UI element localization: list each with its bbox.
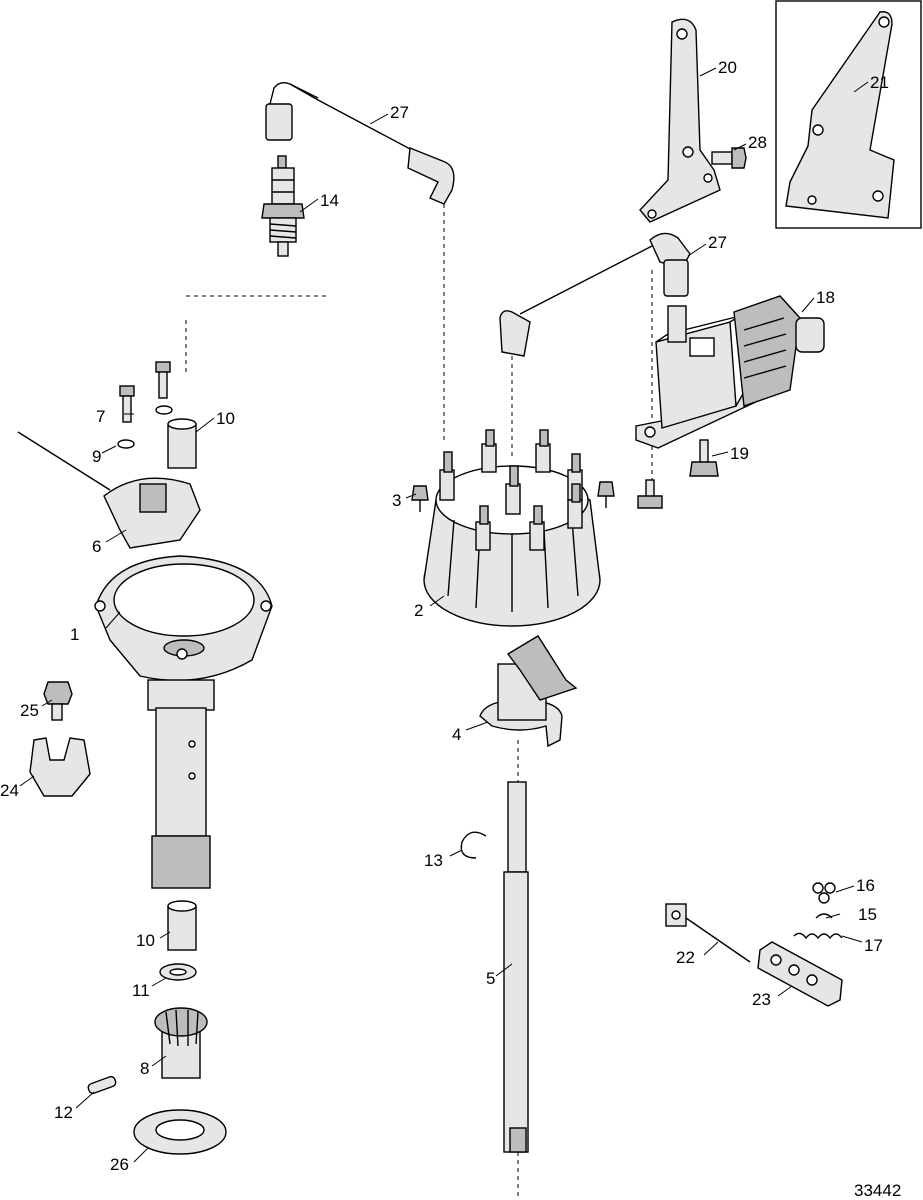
callout-4: 4 [452,725,461,744]
callout-14: 14 [320,191,339,210]
callout-labels: 1 2 3 4 5 6 7 8 9 10 10 11 12 13 14 15 1… [0,58,889,1174]
coil-bolts [637,439,719,509]
callout-11: 11 [132,981,150,1000]
inset-frame [775,0,922,229]
callout-18: 18 [816,288,835,307]
shim-washer [133,1109,227,1155]
callout-20: 20 [718,58,737,77]
callout-25: 25 [20,701,39,720]
thrust-washer [159,963,197,981]
drive-gear [154,1007,208,1079]
callout-5: 5 [486,969,495,988]
callout-16: 16 [856,876,875,895]
callout-22: 22 [676,948,695,967]
callout-27-lower: 27 [708,233,727,252]
callout-12: 12 [54,1103,73,1122]
retaining-clip [460,831,487,859]
callout-1: 1 [70,625,79,644]
rotor [479,635,578,748]
callout-26: 26 [110,1155,129,1174]
callout-6: 6 [92,537,101,556]
spark-plug [261,155,305,257]
bushing-upper [167,418,197,469]
callout-17: 17 [864,936,883,955]
callout-23: 23 [752,990,771,1009]
callout-21: 21 [870,73,889,92]
callout-19: 19 [730,444,749,463]
ground-wire [665,903,751,963]
coil-mounting-bracket [639,18,721,223]
bushing-lower [167,900,197,951]
hold-down-bolt [43,681,73,721]
callout-28: 28 [748,133,767,152]
distributor-cap [423,429,601,627]
pickup-module [17,431,201,549]
hold-down-clamp [29,737,91,797]
leader-lines [19,67,869,1163]
callout-7: 7 [96,407,105,426]
bracket-bolt [711,147,747,169]
distributor-shaft [503,740,529,1200]
figure-number: 33442 [854,1181,901,1200]
callout-27-upper: 27 [390,103,409,122]
distributor-housing [94,555,273,889]
spark-plug-wire-upper [265,81,455,440]
callout-24: 24 [0,781,19,800]
callout-15: 15 [858,905,877,924]
roll-pin [87,1075,117,1095]
callout-10-upper: 10 [216,409,235,428]
spark-plug-wire-lower [499,232,691,480]
callout-9: 9 [92,447,101,466]
callout-8: 8 [140,1059,149,1078]
wire-separator [757,941,843,1007]
module-screws [117,361,173,449]
callout-10-lower: 10 [136,931,155,950]
callout-2: 2 [414,601,423,620]
wire-clips [793,882,843,940]
ignition-coil [635,295,825,449]
callout-13: 13 [424,851,443,870]
callout-3: 3 [392,491,401,510]
